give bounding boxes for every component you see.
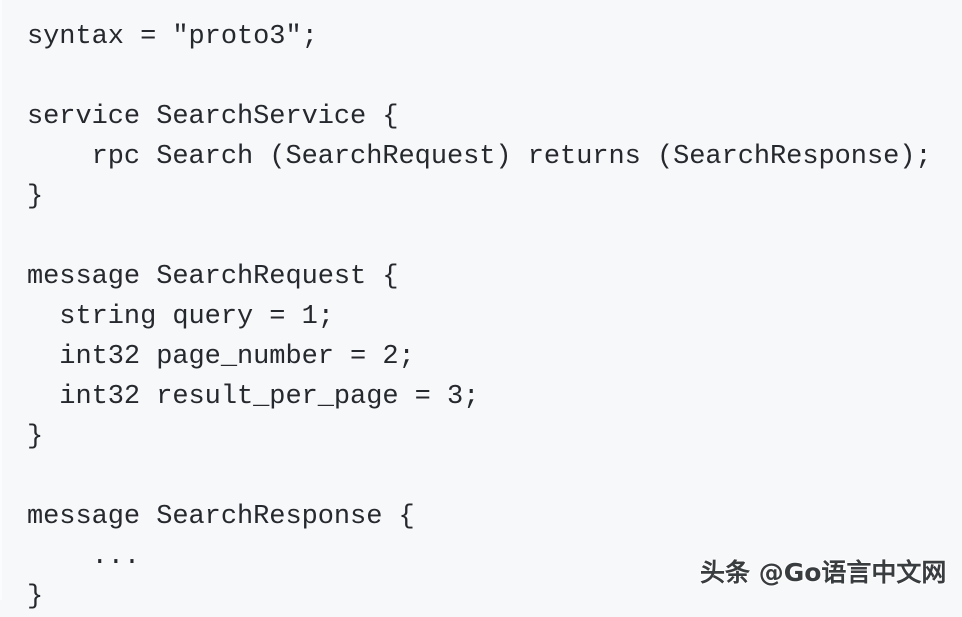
code-line: syntax = "proto3"; [27, 22, 318, 52]
code-line [27, 57, 962, 97]
code-line: ... [27, 542, 141, 572]
code-line: string query = 1; [27, 302, 334, 332]
left-edge-strip [0, 0, 2, 600]
code-line [27, 457, 962, 497]
site-watermark: 头条 @Go语言中文网 [700, 558, 947, 587]
code-line: int32 result_per_page = 3; [27, 382, 480, 412]
code-line: } [27, 422, 44, 452]
code-line [27, 217, 962, 257]
code-line: rpc Search (SearchRequest) returns (Sear… [27, 142, 932, 172]
proto-code-block: syntax = "proto3"; service SearchService … [27, 17, 962, 617]
code-line: service SearchService { [27, 102, 399, 132]
code-snippet-page: syntax = "proto3"; service SearchService … [0, 0, 947, 612]
code-line: } [27, 182, 44, 212]
code-content: syntax = "proto3"; service SearchService … [27, 17, 962, 617]
code-line: int32 page_number = 2; [27, 342, 415, 372]
code-line: message SearchRequest { [27, 262, 399, 292]
code-line: message SearchResponse { [27, 502, 415, 532]
